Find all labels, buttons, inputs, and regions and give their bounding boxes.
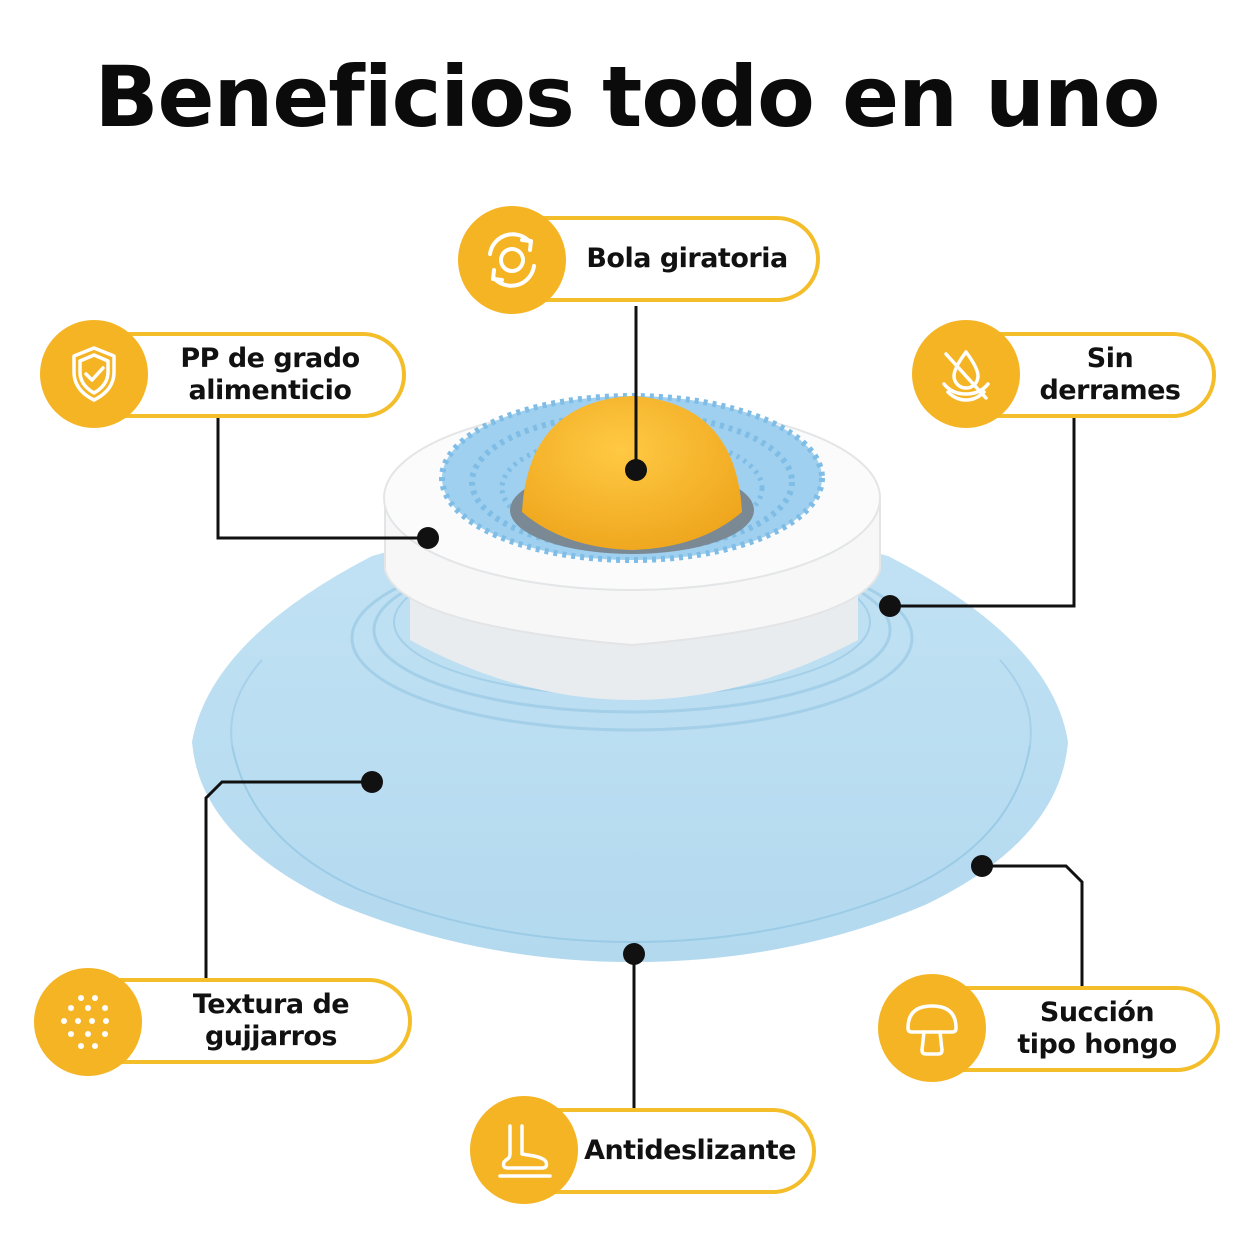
label-line: alimenticio <box>188 375 352 406</box>
shield-check-icon <box>40 320 148 428</box>
label-line: Bola giratoria <box>586 242 788 274</box>
mushroom-icon <box>878 974 986 1082</box>
leader-dots <box>361 459 993 965</box>
label-line: Textura de <box>192 988 350 1020</box>
page-title: Beneficios todo en uno <box>94 48 1161 146</box>
leader-lines <box>204 306 1084 1108</box>
foot-icon <box>470 1096 578 1204</box>
label-line: Sin derrames <box>1039 342 1181 406</box>
label-line: Antideslizante <box>584 1134 796 1166</box>
label-line: tipo hongo <box>1017 1029 1177 1060</box>
label-line: PP de grado <box>180 342 360 374</box>
rotate-arrows-icon <box>458 206 566 314</box>
no-spill-drop-icon <box>912 320 1020 428</box>
label-line: gujjarros <box>204 1021 338 1052</box>
dots-texture-icon <box>34 968 142 1076</box>
label-line: Succión <box>1039 996 1155 1028</box>
